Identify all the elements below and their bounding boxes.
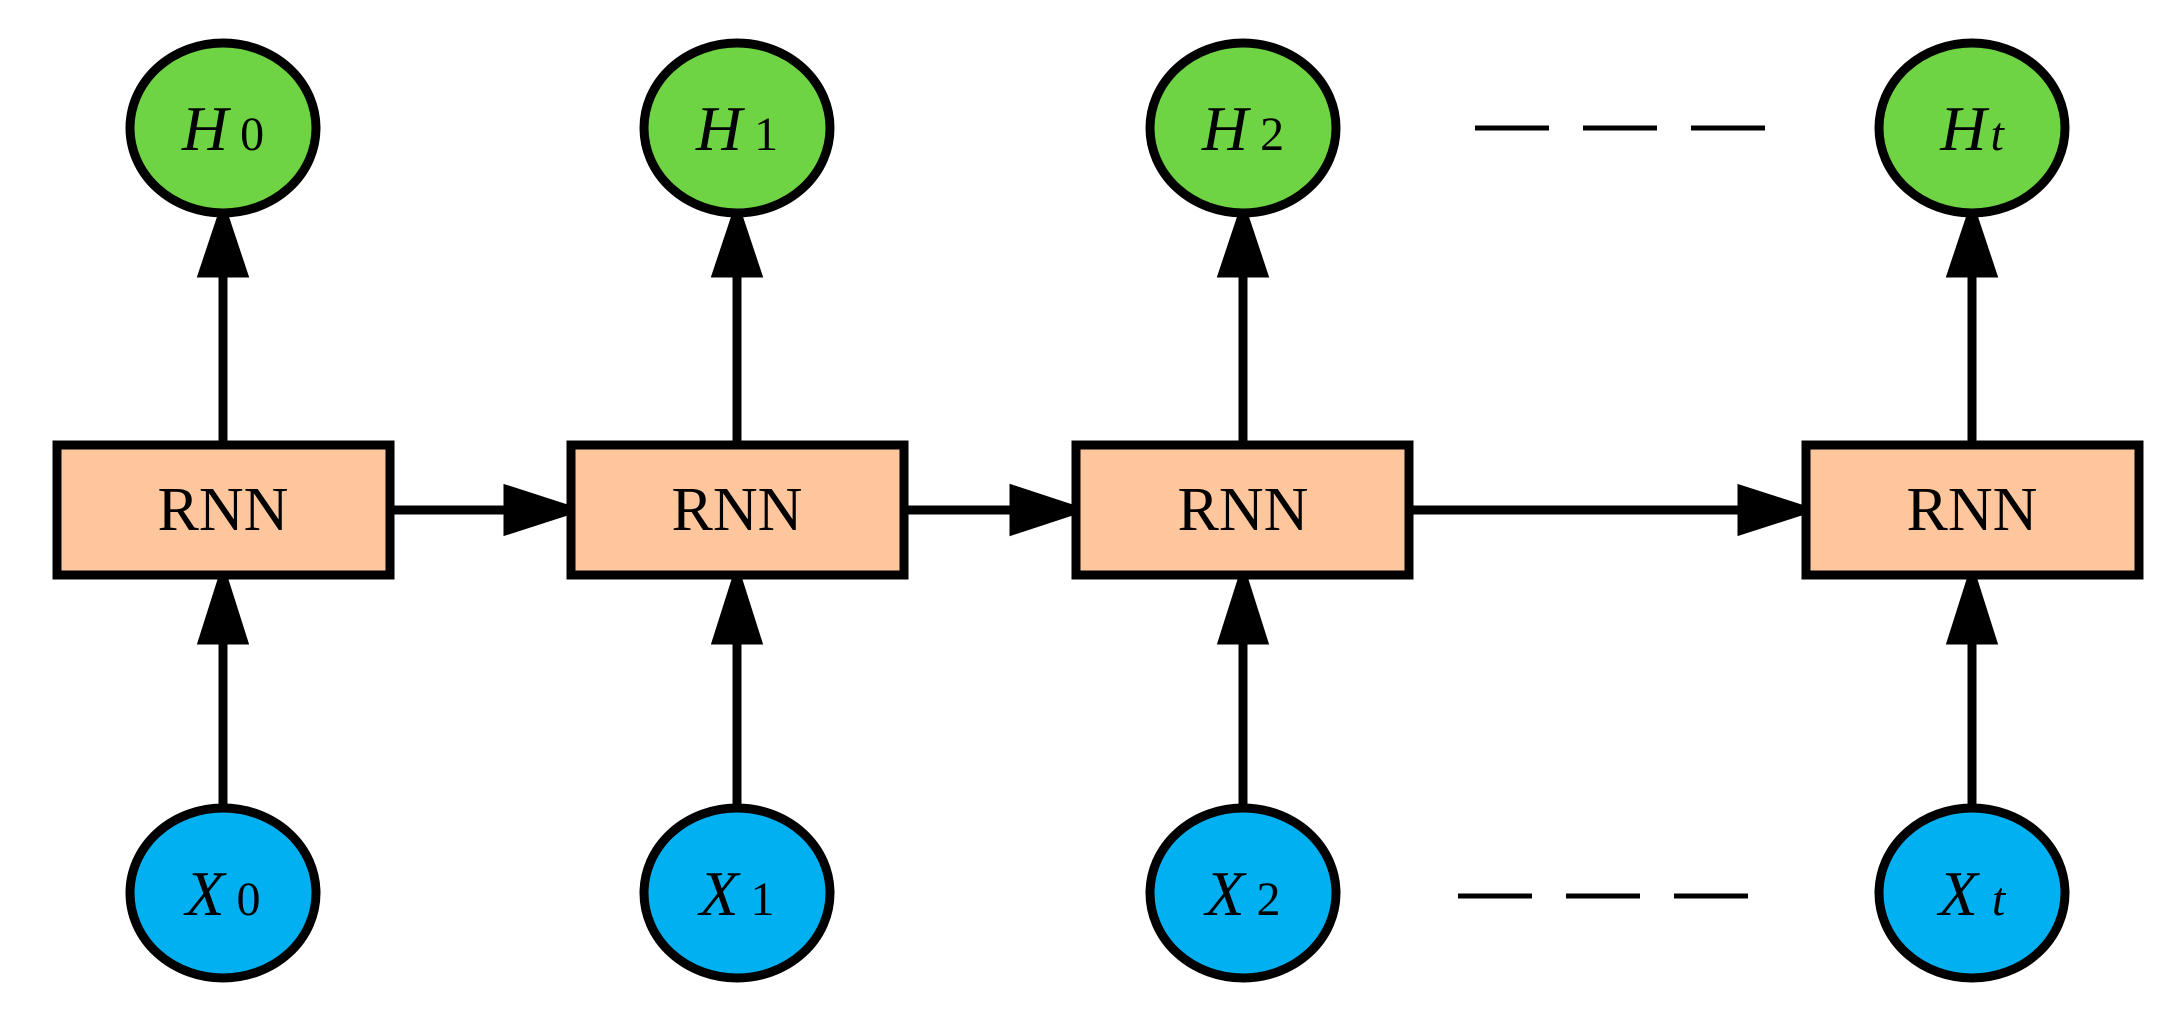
output-node-label: Ht	[1939, 93, 2005, 164]
rnn-block-2: RNN	[1071, 440, 1414, 580]
rnn-block-0: RNN	[52, 440, 395, 580]
output-arrowhead-1	[710, 198, 764, 278]
recurrent-arrowhead-0-1	[503, 483, 585, 537]
output-arrowhead-3	[1945, 198, 1999, 278]
input-arrowhead-2	[1216, 562, 1270, 645]
input-arrowhead-1	[710, 562, 764, 645]
input-arrowhead-3	[1945, 562, 1999, 645]
input-arrowhead-0	[196, 562, 250, 645]
rnn-block-label: RNN	[672, 476, 803, 544]
recurrent-arrowhead-2-t	[1737, 483, 1819, 537]
output-arrowhead-0	[196, 198, 250, 278]
rnn-block-3: RNN	[1801, 440, 2144, 580]
rnn-block-1: RNN	[566, 440, 909, 580]
rnn-block-label: RNN	[158, 476, 289, 544]
rnn-blocks: RNN RNN RNN RNN	[52, 440, 2144, 580]
output-arrowhead-2	[1216, 198, 1270, 278]
recurrent-arrowhead-1-2	[1009, 483, 1090, 537]
ellipsis-dashes	[1458, 125, 1765, 899]
output-arrows	[196, 198, 1999, 445]
rnn-block-label: RNN	[1178, 476, 1309, 544]
input-arrows	[196, 562, 1999, 808]
rnn-block-label: RNN	[1907, 476, 2038, 544]
output-node-3: Ht	[1874, 38, 2070, 218]
recurrent-arrows	[393, 483, 1819, 537]
